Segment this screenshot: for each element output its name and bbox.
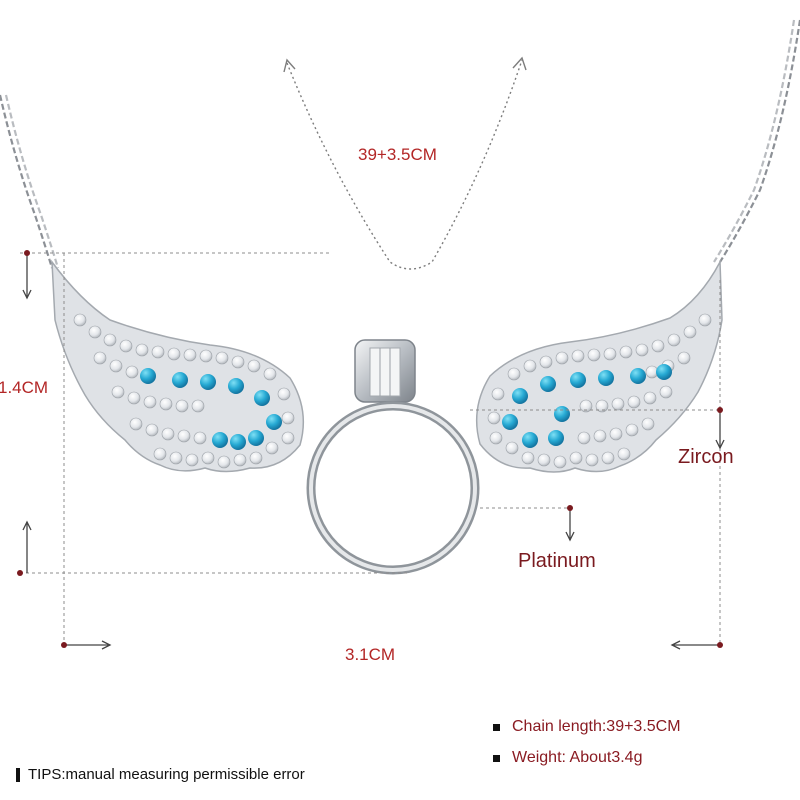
tips-note: TIPS:manual measuring permissible error xyxy=(16,766,305,783)
bullet-icon xyxy=(493,723,500,731)
dimension-guides xyxy=(20,252,721,645)
platinum-callout: Platinum xyxy=(518,550,596,572)
dimension-dots xyxy=(17,250,723,648)
chain-length-label: 39+3.5CM xyxy=(358,145,437,164)
zircon-callout: Zircon xyxy=(678,446,734,468)
chain-right xyxy=(713,19,800,263)
spec-chain-length-text: Chain length:39+3.5CM xyxy=(512,718,681,735)
spec-weight: Weight: About3.4g xyxy=(493,749,642,767)
right-wing-zircon-stones xyxy=(487,313,712,469)
spec-chain-length: Chain length:39+3.5CM xyxy=(493,718,681,736)
tips-bar-icon xyxy=(16,767,20,782)
left-wing-turquoise-stones xyxy=(140,368,282,450)
width-label: 3.1CM xyxy=(345,645,396,664)
bullet-icon xyxy=(493,754,500,762)
dimension-arrows xyxy=(22,253,725,650)
tips-text: TIPS:manual measuring permissible error xyxy=(28,766,305,783)
chain-length-guide xyxy=(286,59,523,270)
left-wing xyxy=(51,259,305,473)
left-wing-zircon-stones xyxy=(73,313,295,469)
ring-pendant xyxy=(306,339,480,575)
chain-left xyxy=(0,94,60,269)
right-wing xyxy=(475,259,723,473)
right-wing-turquoise-stones xyxy=(502,364,672,448)
height-label: 1.4CM xyxy=(0,378,49,397)
spec-weight-text: Weight: About3.4g xyxy=(512,749,643,766)
